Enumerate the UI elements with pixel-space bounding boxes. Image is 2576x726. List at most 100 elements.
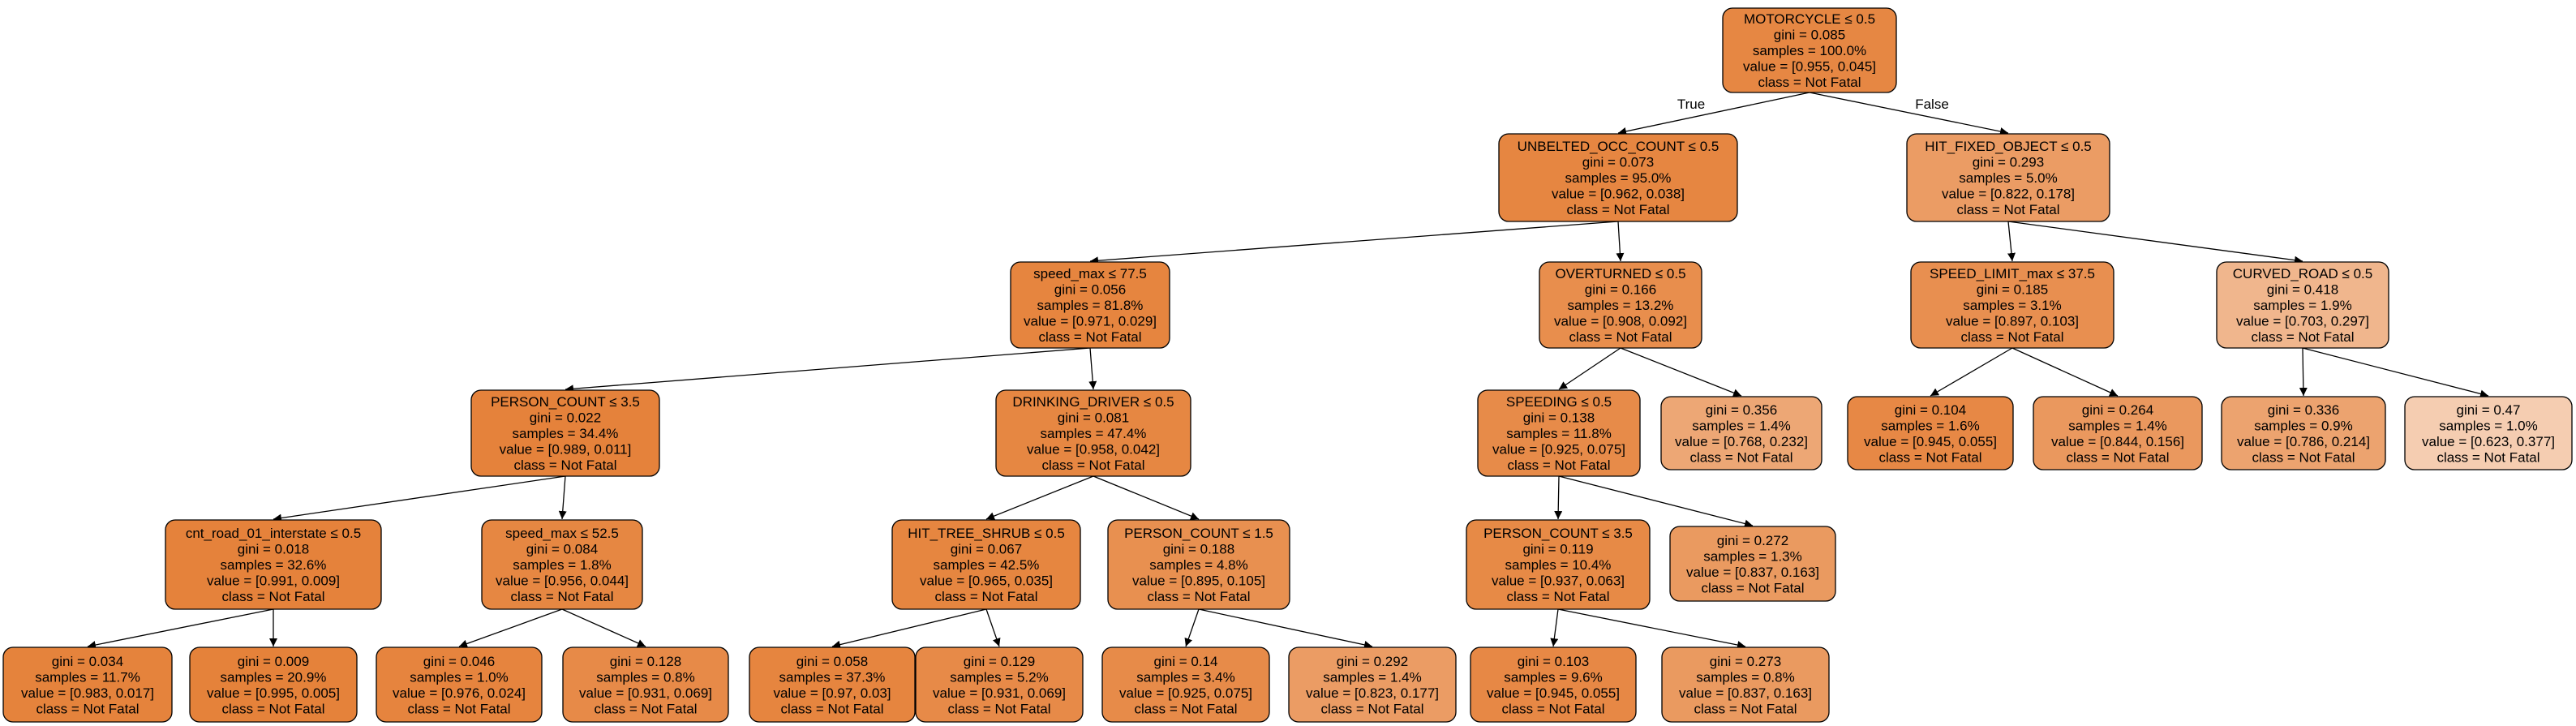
tree-node-line: value = [0.925, 0.075] [1119,685,1252,701]
tree-node-line: class = Not Fatal [221,589,324,604]
tree-node-line: value = [0.768, 0.232] [1675,434,1808,449]
tree-edge-n0-n1 [1617,92,1810,135]
tree-node-line: gini = 0.264 [2082,402,2153,418]
tree-edge-n18-n27 [1184,608,1200,647]
tree-node-line: samples = 0.8% [596,669,694,685]
tree-node-box [995,389,1191,477]
tree-edge-n5-n12 [2011,347,2119,397]
tree-node-line: value = [0.962, 0.038] [1552,187,1685,202]
tree-node-line: class = Not Fatal [594,701,697,716]
tree-edge-n19-n30 [1557,608,1746,649]
tree-node-line: samples = 81.8% [1037,298,1144,313]
tree-node-line: class = Not Fatal [2436,449,2540,465]
tree-node-box [1101,647,1270,723]
tree-node-line: class = Not Fatal [780,701,883,716]
tree-edge-n6-n14 [2302,347,2489,398]
tree-node-line: class = Not Fatal [510,589,613,604]
tree-node-line: value = [0.991, 0.009] [207,573,340,589]
tree-node-line: gini = 0.356 [1706,402,1777,418]
tree-node-line: samples = 10.4% [1505,557,1612,573]
tree-node-line: gini = 0.067 [951,542,1022,557]
tree-node-line: value = [0.931, 0.069] [933,685,1066,701]
tree-node-line: samples = 9.6% [1504,669,1602,685]
tree-node-line: gini = 0.058 [796,654,868,669]
tree-node-box [1660,396,1823,470]
tree-node-line: gini = 0.084 [526,542,598,557]
tree-edge-n9-n19 [1554,475,1563,520]
tree-node-line: gini = 0.103 [1518,654,1589,669]
tree-node-line: gini = 0.14 [1154,654,1218,669]
tree-node-line: class = Not Fatal [1701,580,1804,595]
tree-node-line: samples = 42.5% [934,557,1040,573]
tree-node-line: class = Not Fatal [1320,701,1423,716]
tree-node-line: class = Not Fatal [221,701,324,716]
tree-node-line: samples = 0.9% [2254,418,2352,433]
tree-edge-n1-n3 [1089,221,1619,265]
tree-node-line: gini = 0.336 [2268,402,2339,418]
tree-node-line: gini = 0.022 [530,410,601,426]
tree-node-line: class = Not Fatal [1960,329,2063,345]
tree-edge-n7-n16 [558,475,567,520]
tree-node-line: value = [0.908, 0.092] [1554,314,1687,329]
tree-node-line: class = Not Fatal [2251,329,2354,345]
tree-node-line: value = [0.958, 0.042] [1027,442,1160,458]
tree-edge-n5-n11 [1930,347,2013,397]
tree-edge-n17-n26 [985,608,1001,647]
tree-node-line: samples = 95.0% [1565,170,1672,186]
tree-node-line: gini = 0.073 [1582,155,1654,170]
tree-node-line: gini = 0.47 [2457,402,2521,418]
tree-edge-n15-n21 [87,608,274,649]
tree-edge-n16-n24 [561,608,646,647]
tree-edge-n17-n25 [831,608,987,649]
tree-node-line: CURVED_ROAD ≤ 0.5 [2233,266,2372,281]
tree-node-box [376,647,543,723]
tree-node-line: samples = 1.4% [1692,418,1790,433]
tree-node-line: value = [0.983, 0.017] [21,685,154,701]
tree-node-box [915,647,1084,723]
tree-node-line: samples = 13.2% [1568,298,1674,313]
tree-node-box [2404,396,2573,470]
tree-node-line: PERSON_COUNT ≤ 1.5 [1124,526,1273,541]
tree-node-line: value = [0.945, 0.055] [1487,685,1620,701]
tree-node-line: value = [0.945, 0.055] [1864,434,1997,449]
tree-node-line: value = [0.925, 0.075] [1492,442,1625,458]
tree-node-line: gini = 0.034 [52,654,123,669]
tree-node-line: UNBELTED_OCC_COUNT ≤ 0.5 [1518,139,1719,154]
tree-node-line: gini = 0.273 [1710,654,1781,669]
tree-node-line: value = [0.822, 0.178] [1942,187,2075,202]
tree-node-box [1477,389,1641,477]
tree-node-line: value = [0.837, 0.163] [1679,685,1812,701]
tree-edge-n8-n18 [1093,475,1200,520]
tree-node-line: samples = 1.8% [513,557,611,573]
tree-node-box [1669,526,1836,602]
tree-node-line: samples = 1.0% [2439,418,2537,433]
tree-node-line: class = Not Fatal [2252,449,2355,465]
tree-node-line: class = Not Fatal [1506,589,1609,604]
tree-node-line: gini = 0.272 [1717,533,1788,548]
tree-node-line: samples = 1.0% [410,669,508,685]
tree-edge-n0-n2 [1809,92,2009,135]
tree-node-line: value = [0.703, 0.297] [2236,314,2369,329]
tree-node-box [562,647,729,723]
tree-node-line: gini = 0.046 [423,654,495,669]
tree-node-line: class = Not Fatal [1507,458,1610,473]
